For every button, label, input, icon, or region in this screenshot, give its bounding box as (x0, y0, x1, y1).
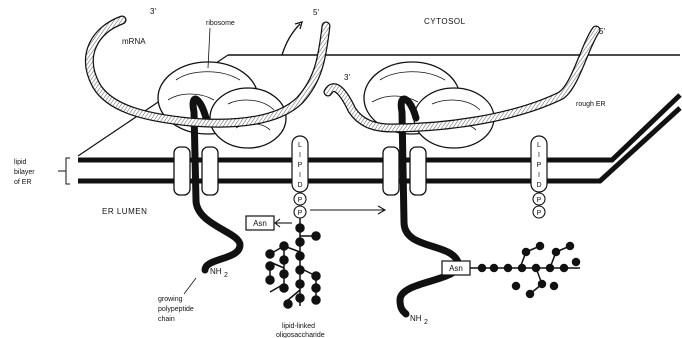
asn-label: Asn (449, 264, 463, 273)
bilayer-bracket (58, 158, 70, 184)
ribosome-label: ribosome (206, 20, 235, 27)
oligosaccharide-left (266, 218, 320, 308)
lipid-bilayer-label-line1: lipid (14, 159, 27, 166)
lipid-bilayer-label-line3: of ER (14, 179, 32, 186)
five-prime-label-left: 5' (313, 8, 319, 17)
lipid-bilayer-label-line2: bilayer (14, 169, 35, 176)
growing-chain-label-line1: growing (158, 296, 183, 303)
lipid-letter-2: I (538, 152, 540, 159)
lipid-linked-label-line2: oligosaccharide (276, 332, 325, 338)
lipid-letter-4: I (299, 172, 301, 179)
dolichol-left: L I P I D P P (292, 136, 308, 218)
lipid-letter-4: I (538, 172, 540, 179)
lipid-letter-5: D (297, 182, 302, 189)
nh2-label-left: NH 2 (210, 267, 228, 279)
lipid-letter-3: P (537, 162, 542, 169)
growing-chain-label-line3: chain (158, 316, 175, 323)
lipid-letter-1: L (537, 142, 541, 149)
asn-site-right: Asn (442, 261, 470, 275)
lipid-letter-3: P (298, 162, 303, 169)
lipid-linked-label-line1: lipid-linked (282, 323, 315, 330)
phosphate-label-1: P (298, 197, 303, 204)
lipid-letter-5: D (536, 182, 541, 189)
mrna-direction-arrow (282, 24, 300, 55)
five-prime-label-right: 5' (599, 27, 605, 36)
lipid-letter-1: L (298, 142, 302, 149)
nh2-text: NH (210, 267, 222, 276)
three-prime-label-left: 3' (150, 7, 156, 16)
mrna-label: mRNA (122, 37, 146, 46)
asn-site-left: Asn (246, 216, 292, 230)
growing-chain-label-line2: polypeptide (158, 306, 194, 313)
nh2-text: NH (410, 314, 422, 323)
dolichol-right: L I P I D P P (531, 136, 547, 218)
phosphate-label-2: P (537, 210, 542, 217)
nh2-subscript: 2 (424, 319, 428, 326)
asn-label: Asn (253, 219, 267, 228)
lipid-letter-2: I (299, 152, 301, 159)
phosphate-label-2: P (298, 210, 303, 217)
rough-er-label: rough ER (576, 101, 606, 108)
oligosaccharide-right (470, 243, 580, 298)
cytosol-label: CYTOSOL (424, 17, 466, 26)
transfer-arrow (310, 206, 385, 214)
growing-chain-pointer (184, 278, 196, 294)
three-prime-label-right: 3' (344, 73, 350, 82)
phosphate-label-1: P (537, 197, 542, 204)
er-lumen-label: ER LUMEN (102, 207, 147, 216)
nh2-label-right: NH 2 (410, 314, 428, 326)
nh2-subscript: 2 (224, 272, 228, 279)
